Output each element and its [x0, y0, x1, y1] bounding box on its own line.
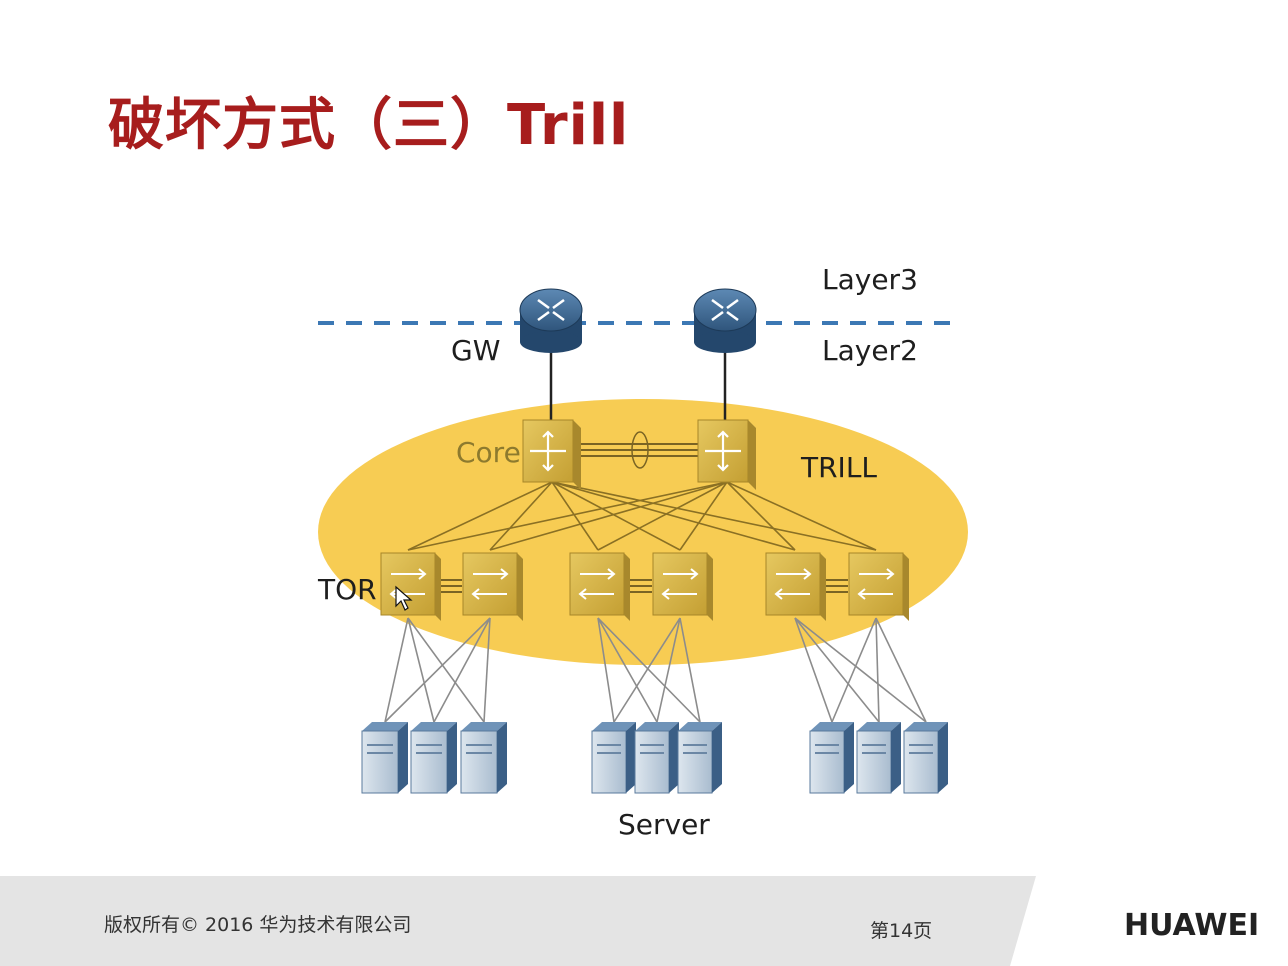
server-label: Server	[618, 808, 710, 841]
layer2-label: Layer2	[822, 334, 918, 367]
core-label: Core	[456, 436, 521, 469]
tor-switch-3-icon	[569, 552, 630, 621]
mouse-cursor-icon	[395, 585, 413, 611]
core-switch-2-icon	[697, 419, 756, 490]
gw-label: GW	[451, 334, 501, 367]
tor-switch-2-icon	[462, 552, 523, 621]
page-number: 第14页	[870, 920, 933, 942]
core-switch-1-icon	[522, 419, 581, 490]
core-interlink	[580, 431, 700, 469]
trill-zone	[318, 399, 968, 665]
layer3-label: Layer3	[822, 263, 918, 296]
tor-label: TOR	[318, 573, 377, 606]
tor-switch-6-icon	[848, 552, 909, 621]
server-3-icon	[460, 722, 507, 794]
gw-router-1-icon	[519, 288, 583, 353]
tor-switch-1-icon	[380, 552, 441, 621]
gw-uplinks	[549, 352, 727, 420]
server-4-icon	[591, 722, 636, 794]
trill-label: TRILL	[801, 451, 878, 484]
server-5-icon	[634, 722, 679, 794]
copyright-text: 版权所有© 2016 华为技术有限公司	[104, 914, 412, 936]
server-1-icon	[361, 722, 408, 794]
tor-switch-5-icon	[765, 552, 826, 621]
server-6-icon	[677, 722, 722, 794]
brand-wordmark: HUAWEI	[1124, 908, 1260, 943]
server-2-icon	[410, 722, 457, 794]
footer-logo-panel	[1010, 876, 1288, 966]
server-8-icon	[856, 722, 901, 794]
slide-title: 破坏方式（三）Trill	[108, 93, 630, 158]
tor-server-links	[384, 617, 927, 723]
core-tor-links	[407, 481, 877, 551]
gw-router-2-icon	[693, 288, 757, 353]
tor-switch-4-icon	[652, 552, 713, 621]
server-9-icon	[903, 722, 948, 794]
server-7-icon	[809, 722, 854, 794]
